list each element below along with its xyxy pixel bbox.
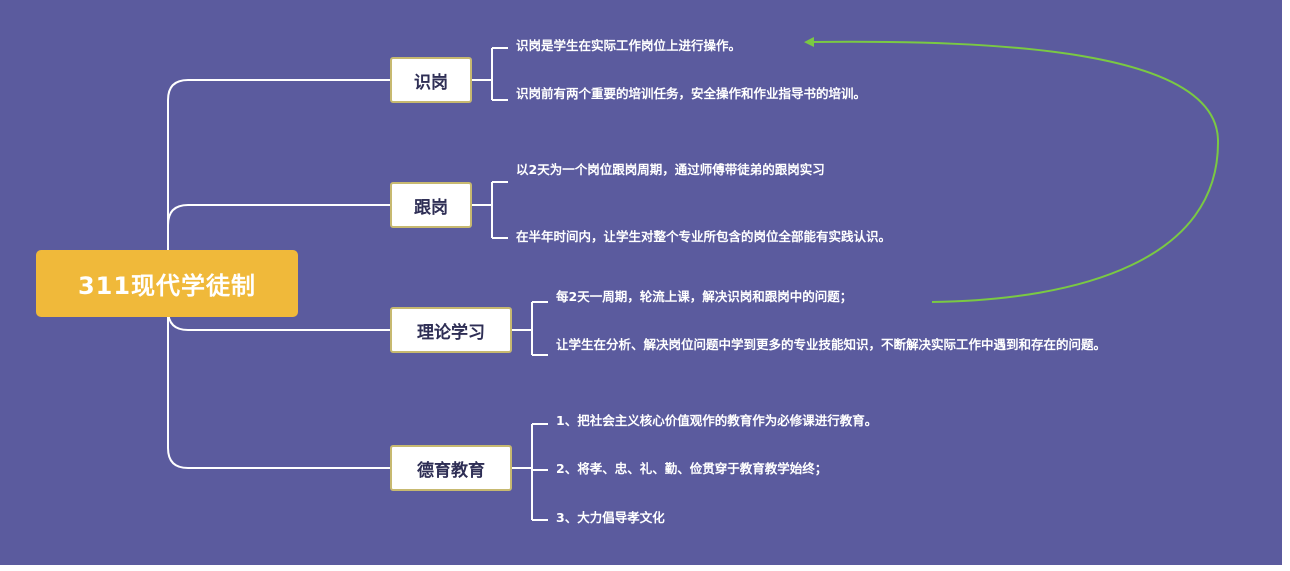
leaf-text: 1、把社会主义核心价值观作的教育作为必修课进行教育。 bbox=[556, 413, 878, 428]
leaf-text: 让学生在分析、解决岗位问题中学到更多的专业技能知识，不断解决实际工作中遇到和存在… bbox=[556, 337, 1107, 352]
leaf-text: 以2天为一个岗位跟岗周期，通过师傅带徒弟的跟岗实习 bbox=[516, 162, 825, 177]
feedback-arrow bbox=[804, 36, 1220, 303]
trunk-line bbox=[167, 100, 390, 469]
branch-node-lilun: 理论学习 bbox=[390, 307, 512, 353]
branch-node-shigang: 识岗 bbox=[390, 57, 472, 103]
root-node: 311现代学徒制 bbox=[36, 250, 298, 317]
leaf-text: 2、将孝、忠、礼、勤、俭贯穿于教育教学始终； bbox=[556, 461, 828, 476]
trunk-line bbox=[167, 79, 390, 101]
leaf-text: 在半年时间内，让学生对整个专业所包含的岗位全部能有实践认识。 bbox=[516, 229, 892, 244]
leaf-text: 识岗是学生在实际工作岗位上进行操作。 bbox=[516, 38, 742, 53]
branch-node-gengang: 跟岗 bbox=[390, 182, 472, 228]
trunk-line bbox=[167, 204, 390, 226]
leaf-text: 识岗前有两个重要的培训任务，安全操作和作业指导书的培训。 bbox=[516, 86, 867, 101]
leaf-text: 3、大力倡导孝文化 bbox=[556, 510, 665, 525]
leaf-text: 每2天一周期，轮流上课，解决识岗和跟岗中的问题； bbox=[556, 289, 853, 304]
branch-node-deyu: 德育教育 bbox=[390, 445, 512, 491]
